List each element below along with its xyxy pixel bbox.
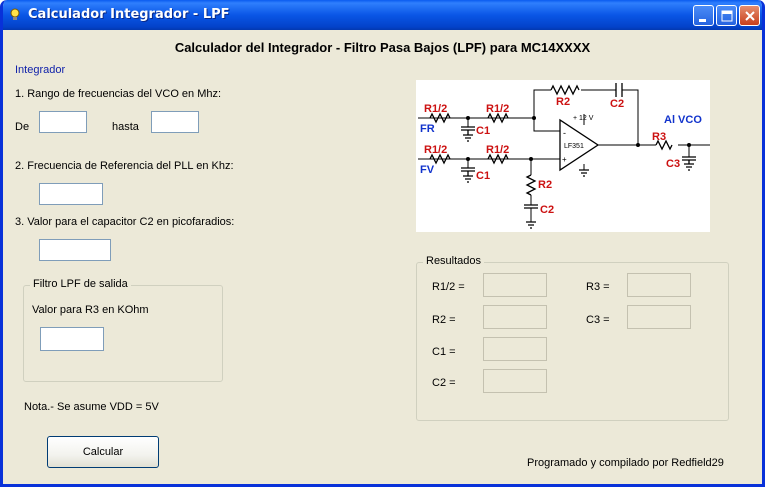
- opamp-symbol: [559, 118, 600, 172]
- label-opamp: LF351: [564, 143, 584, 150]
- result-r3-field: [627, 273, 691, 297]
- calculate-button[interactable]: Calcular: [47, 436, 159, 468]
- label-r3: R3: [652, 131, 666, 143]
- result-c2-field: [483, 369, 547, 393]
- result-r2-field: [483, 305, 547, 329]
- ref-freq-field[interactable]: [40, 184, 102, 204]
- result-c3-label: C3 =: [586, 314, 610, 326]
- label-fr: FR: [420, 123, 435, 135]
- vco-to-input[interactable]: [151, 111, 199, 133]
- result-r12-value: [484, 274, 546, 296]
- to-label: hasta: [112, 121, 139, 133]
- label-al-vco: Al VCO: [664, 114, 702, 126]
- label-c2-top: C2: [610, 98, 624, 110]
- minimize-button[interactable]: [693, 5, 714, 26]
- c2-field[interactable]: [40, 240, 110, 260]
- minimize-icon: [699, 19, 706, 22]
- title-bar[interactable]: Calculador Integrador - LPF: [3, 0, 762, 30]
- r3-field[interactable]: [41, 328, 103, 350]
- ref-freq-input[interactable]: [39, 183, 103, 205]
- result-c2-label: C2 =: [432, 377, 456, 389]
- lpf-groupbox: Filtro LPF de salida Valor para R3 en KO…: [23, 278, 223, 382]
- label-r2-bottom: R2: [538, 179, 552, 191]
- page-title: Calculador del Integrador - Filtro Pasa …: [174, 40, 591, 55]
- label-r12-d: R1/2: [486, 144, 509, 156]
- label-fv: FV: [420, 164, 435, 176]
- label-r12-c: R1/2: [424, 144, 447, 156]
- vco-range-label: 1. Rango de frecuencias del VCO en Mhz:: [15, 88, 222, 100]
- label-r12-b: R1/2: [486, 103, 509, 115]
- label-plus: +: [562, 155, 567, 164]
- label-c1-a: C1: [476, 125, 490, 137]
- integrator-circuit-diagram: R1/2 R1/2 R1/2 R1/2 C1 C1 R2 C2 R2 C2 R3…: [416, 80, 710, 232]
- c2-label: 3. Valor para el capacitor C2 en picofar…: [15, 216, 235, 228]
- lightbulb-icon: [10, 8, 20, 20]
- maximize-icon: [721, 10, 733, 22]
- ref-freq-label: 2. Frecuencia de Referencia del PLL en K…: [15, 160, 234, 172]
- label-c2-bottom: C2: [540, 204, 554, 216]
- from-label: De: [15, 121, 30, 133]
- close-icon: [745, 11, 755, 21]
- r3-value-label: Valor para R3 en KOhm: [32, 304, 149, 316]
- result-c2-value: [484, 370, 546, 392]
- result-c1-value: [484, 338, 546, 360]
- lpf-group-legend: Filtro LPF de salida: [30, 278, 131, 290]
- label-supply: + 12 V: [573, 115, 594, 122]
- results-groupbox: Resultados R1/2 = R2 = C1 = C2 = R3 = C3…: [416, 255, 729, 421]
- section-label-integrador: Integrador: [15, 64, 66, 76]
- credits-label: Programado y compilado por Redfield29: [527, 457, 724, 469]
- maximize-button[interactable]: [716, 5, 737, 26]
- result-r2-value: [484, 306, 546, 328]
- result-c1-label: C1 =: [432, 346, 456, 358]
- result-r3-value: [628, 274, 690, 296]
- label-c1-b: C1: [476, 170, 490, 182]
- label-c3: C3: [666, 158, 680, 170]
- c2-input[interactable]: [39, 239, 111, 261]
- label-r12-a: R1/2: [424, 103, 447, 115]
- result-c3-value: [628, 306, 690, 328]
- vdd-note: Nota.- Se asume VDD = 5V: [24, 401, 159, 413]
- results-legend: Resultados: [423, 255, 485, 267]
- window-title: Calculador Integrador - LPF: [28, 7, 230, 22]
- label-r2-top: R2: [556, 96, 570, 108]
- result-c1-field: [483, 337, 547, 361]
- vco-to-field[interactable]: [152, 112, 198, 132]
- result-r12-field: [483, 273, 547, 297]
- label-minus: -: [563, 128, 566, 138]
- close-button[interactable]: [739, 5, 760, 26]
- r3-input[interactable]: [40, 327, 104, 351]
- result-r12-label: R1/2 =: [432, 281, 465, 293]
- vco-from-input[interactable]: [39, 111, 87, 133]
- result-r2-label: R2 =: [432, 314, 456, 326]
- vco-from-field[interactable]: [40, 112, 86, 132]
- result-c3-field: [627, 305, 691, 329]
- result-r3-label: R3 =: [586, 281, 610, 293]
